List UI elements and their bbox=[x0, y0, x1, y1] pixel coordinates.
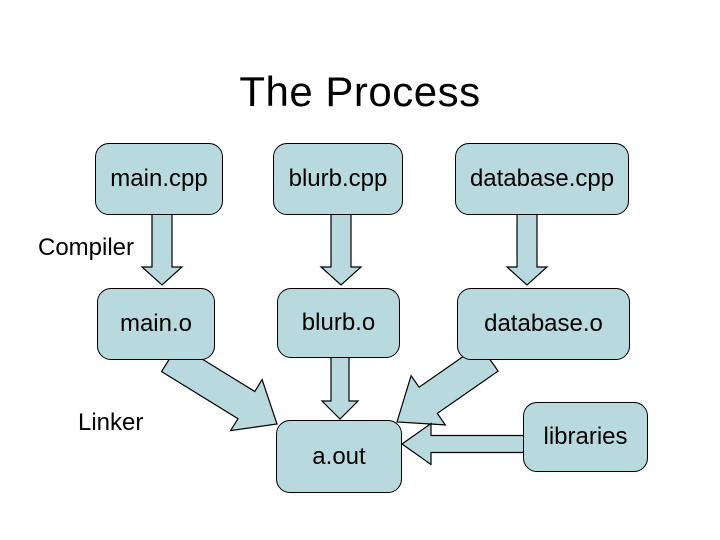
stage-label-linker: Linker bbox=[78, 409, 144, 436]
node-label: blurb.o bbox=[301, 309, 376, 336]
node-blurb-o: blurb.o bbox=[277, 288, 400, 358]
node-label: a.out bbox=[312, 442, 366, 470]
slide-title: The Process bbox=[239, 68, 481, 115]
node-blurb-cpp: blurb.cpp bbox=[273, 143, 403, 215]
node-label: main.cpp bbox=[110, 165, 208, 192]
node-label: main.o bbox=[119, 310, 193, 337]
node-libraries: libraries bbox=[523, 402, 648, 472]
stage-label-compiler: Compiler bbox=[38, 234, 135, 261]
node-main-o: main.o bbox=[97, 288, 215, 360]
arrow-libraries-to-a-out bbox=[400, 422, 525, 466]
node-main-cpp: main.cpp bbox=[95, 143, 223, 215]
node-database-cpp: database.cpp bbox=[455, 143, 629, 215]
node-label: blurb.cpp bbox=[288, 165, 388, 192]
node-label: libraries bbox=[543, 423, 628, 450]
arrow-database-cpp-to-database-o bbox=[505, 213, 549, 286]
arrow-main-cpp-to-main-o bbox=[140, 213, 184, 286]
node-a-out: a.out bbox=[276, 420, 402, 493]
arrow-database-o-to-a-out bbox=[396, 344, 499, 426]
node-label: database.o bbox=[484, 310, 603, 337]
arrow-blurb-cpp-to-blurb-o bbox=[319, 213, 363, 286]
node-database-o: database.o bbox=[457, 288, 630, 360]
arrow-blurb-o-to-a-out bbox=[320, 355, 360, 420]
node-label: database.cpp bbox=[469, 165, 615, 192]
